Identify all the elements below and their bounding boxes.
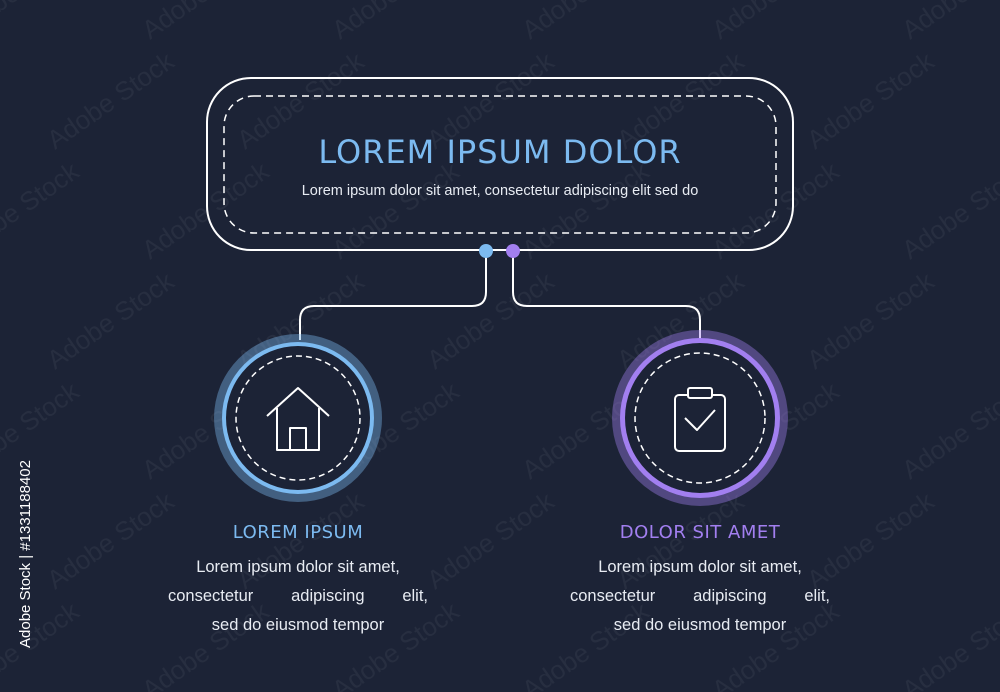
- watermark-text: Adobe Stock: [516, 155, 655, 265]
- header-title: LOREM IPSUM DOLOR: [318, 133, 682, 171]
- node-left-line: consectetur adipiscing elit,: [168, 587, 428, 605]
- watermark-text: Adobe Stock: [991, 45, 1000, 155]
- watermark-text: Adobe Stock: [991, 265, 1000, 375]
- watermark-text: Adobe Stock: [0, 0, 85, 45]
- connector-left: [299, 251, 487, 340]
- watermark-text: Adobe Stock: [801, 45, 940, 155]
- node-left-circle: [214, 334, 382, 502]
- node-right-title: DOLOR SIT AMET: [619, 522, 781, 543]
- node-left-title: LOREM IPSUM: [232, 522, 364, 543]
- node-left-line: sed do eiusmod tempor: [211, 616, 385, 634]
- watermark-text: Adobe Stock: [136, 0, 275, 45]
- house-icon: [266, 387, 330, 451]
- node-left-line: Lorem ipsum dolor sit amet,: [196, 558, 400, 576]
- watermark-text: Adobe Stock: [41, 45, 180, 155]
- connector-dot-purple: [506, 244, 520, 258]
- watermark-text: Adobe Stock: [516, 0, 655, 45]
- watermark-text: Adobe Stock: [326, 0, 465, 45]
- watermark-text: Adobe Stock: [326, 155, 465, 265]
- node-right-line: consectetur adipiscing elit,: [570, 587, 830, 605]
- watermark-text: Adobe Stock: [0, 155, 85, 265]
- node-right-circle: [612, 330, 788, 506]
- header-box-outline: [206, 77, 794, 251]
- stock-id-label: Adobe Stock | #1331188402: [17, 460, 34, 648]
- node-right-line: sed do eiusmod tempor: [613, 616, 787, 634]
- connector-dot-blue: [479, 244, 493, 258]
- header-box-dashed: [223, 95, 777, 234]
- watermark-text: Adobe Stock: [801, 265, 940, 375]
- watermark-text: Adobe Stock: [706, 0, 845, 45]
- watermark-text: Adobe Stock: [421, 265, 560, 375]
- node-right-body: Lorem ipsum dolor sit amet, consectetur …: [570, 553, 830, 640]
- watermark-text: Adobe Stock: [136, 155, 275, 265]
- watermark-text: Adobe Stock: [41, 265, 180, 375]
- watermark-text: Adobe Stock: [991, 485, 1000, 595]
- clipboard-check-icon: [674, 387, 726, 452]
- stock-id-text: Adobe Stock | #1331188402: [17, 460, 34, 648]
- header-subtitle: Lorem ipsum dolor sit amet, consectetur …: [301, 183, 699, 199]
- watermark-text: Adobe Stock: [896, 155, 1000, 265]
- watermark-text: Adobe Stock: [896, 375, 1000, 485]
- node-right-line: Lorem ipsum dolor sit amet,: [598, 558, 802, 576]
- watermark-text: Adobe Stock: [706, 155, 845, 265]
- connector-right: [512, 251, 701, 340]
- watermark-text: Adobe Stock: [896, 0, 1000, 45]
- watermark-text: Adobe Stock: [896, 595, 1000, 692]
- node-left-body: Lorem ipsum dolor sit amet, consectetur …: [168, 553, 428, 640]
